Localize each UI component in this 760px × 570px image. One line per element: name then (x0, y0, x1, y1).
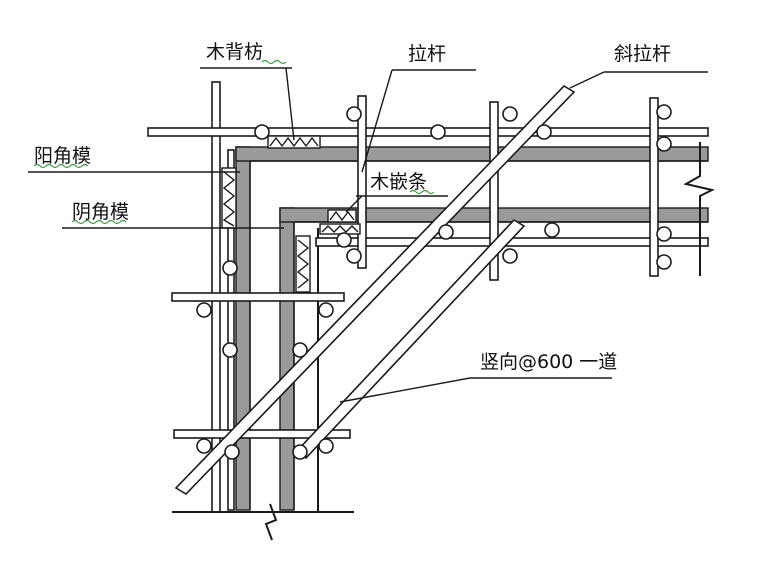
vertical-pipe-2 (227, 149, 235, 511)
leader-lines (28, 67, 708, 403)
horizontal-pipe-top (147, 127, 709, 137)
label-tie-rod: 拉杆 (408, 43, 446, 65)
label-vertical-note: 竖向@600 一道 (480, 351, 617, 373)
tie-post-3 (649, 97, 659, 277)
bolt-holes (196, 104, 672, 460)
wall-pipe-1 (171, 292, 345, 302)
outer-corner-form-horizontal (235, 146, 709, 162)
wall-pipe-2 (173, 429, 351, 439)
inner-corner-form-vertical (279, 207, 295, 511)
label-wood-strip: 木嵌条 (370, 171, 427, 193)
label-outer-corner: 阳角模 (34, 145, 91, 167)
diagonal-brace-long (174, 84, 576, 496)
label-wood-back: 木背枋 (206, 41, 263, 63)
break-line-right (683, 142, 715, 276)
tie-post-2 (489, 101, 499, 281)
label-diagonal-rod: 斜拉杆 (614, 43, 671, 65)
tie-post-1 (357, 95, 367, 269)
break-line-bottom (264, 503, 278, 541)
label-inner-corner: 阴角模 (72, 201, 129, 223)
wood-block-outer (221, 167, 237, 229)
